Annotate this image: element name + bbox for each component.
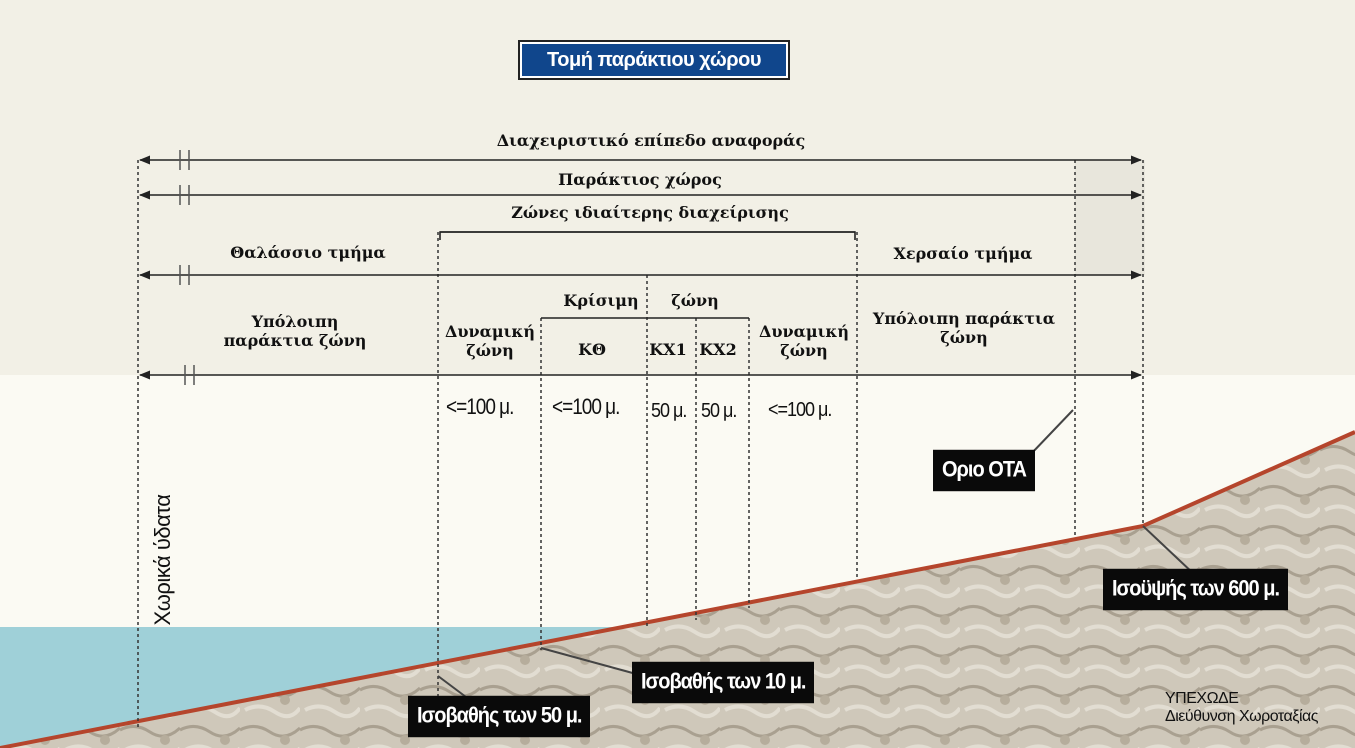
level-band-shade <box>1075 160 1145 275</box>
distance-dynamic-marine: <=100 μ. <box>446 395 514 420</box>
zone-boundaries <box>137 160 1144 730</box>
leader-lines <box>437 409 1196 701</box>
diagram-title: Τομή παράκτιου χώρου <box>518 40 790 80</box>
critical-zone-word1: Κρίσιμη <box>563 291 639 310</box>
marine-part-label: Θαλάσσιο τμήμα <box>230 243 386 262</box>
isobath-50-callout: Ισοβαθής των 50 μ. <box>408 695 591 738</box>
distance-kx2: 50 μ. <box>701 398 737 422</box>
distance-dynamic-land: <=100 μ. <box>768 397 832 421</box>
distance-kth: <=100 μ. <box>552 395 620 420</box>
dynamic-land-zone-label: Δυναμική ζώνη <box>758 322 849 361</box>
level-arrows <box>138 155 1143 380</box>
level-reference-label: Διαχειριστικό επίπεδο αναφοράς <box>496 131 806 150</box>
land-part-label: Χερσαίο τμήμα <box>893 244 1033 263</box>
distance-kx1: 50 μ. <box>651 398 687 422</box>
dynamic-marine-zone-label: Δυναμική ζώνη <box>444 322 535 361</box>
kx1-zone-label: ΚΧ1 <box>649 340 687 359</box>
rest-marine-zone-label: Υπόλοιπη παράκτια ζώνη <box>223 312 367 351</box>
land <box>0 432 1355 748</box>
break-marks <box>179 150 195 385</box>
level-special-zones-label: Ζώνες ιδιαίτερης διαχείρισης <box>511 203 789 222</box>
territorial-waters-label: Χωρικά ύδατα <box>150 494 175 626</box>
contour-600-callout: Ισοϋψής των 600 μ. <box>1103 568 1288 611</box>
ota-boundary-callout: Οριο ΟΤΑ <box>933 449 1035 492</box>
level-coastal-space-label: Παράκτιος χώρος <box>558 170 722 189</box>
isobath-10-callout: Ισοβαθής των 10 μ. <box>632 661 815 704</box>
rest-land-zone-label: Υπόλοιπη παράκτια ζώνη <box>872 309 1056 348</box>
critical-zone-word2: ζώνη <box>671 291 719 310</box>
kx2-zone-label: ΚΧ2 <box>699 340 737 359</box>
source-line2: Διεύθυνση Χωροταξίας <box>1165 708 1318 726</box>
source-line1: ΥΠΕΧΩΔΕ <box>1165 690 1239 707</box>
source-credit: ΥΠΕΧΩΔΕ Διεύθυνση Χωροταξίας <box>1165 690 1318 727</box>
kth-zone-label: ΚΘ <box>578 340 606 359</box>
